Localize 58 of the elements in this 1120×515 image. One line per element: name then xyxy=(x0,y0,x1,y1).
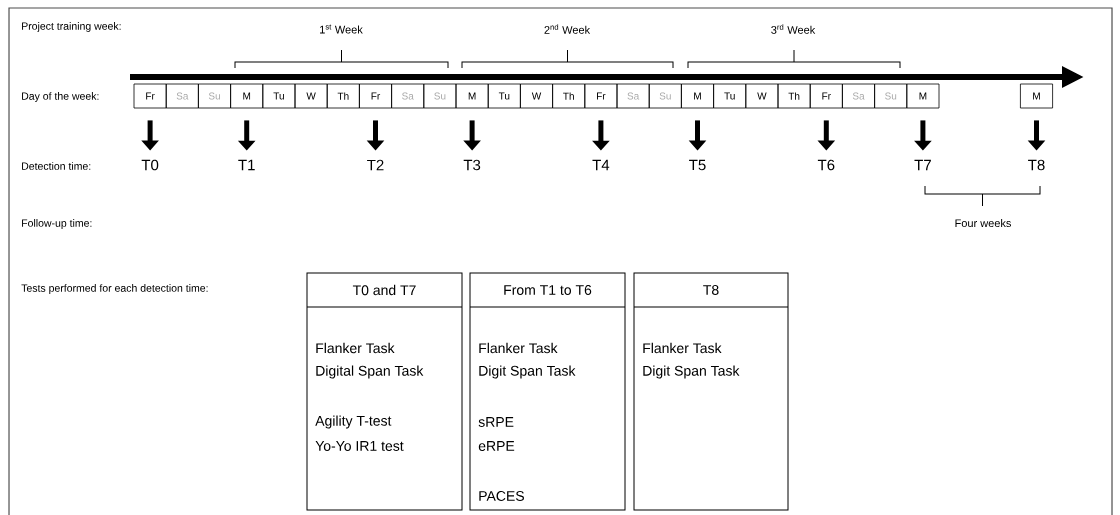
day-cell: M xyxy=(681,83,714,109)
test-name: Yo-Yo IR1 test xyxy=(315,441,404,451)
time-label: T7 xyxy=(914,159,931,171)
row-label: Tests performed for each detection time: xyxy=(21,284,208,294)
row-label: Follow-up time: xyxy=(22,219,92,229)
time-label: T0 xyxy=(141,159,159,171)
day-cell: M xyxy=(455,83,489,109)
day-cell: Th xyxy=(326,83,360,109)
week-label: 1$^{st}$ Week xyxy=(320,24,363,34)
day-cell: Fr xyxy=(359,83,392,109)
test-name: eRPE xyxy=(478,441,515,451)
week-label: 3$^{rd}$ Week xyxy=(771,24,816,34)
test-name: Flanker Task xyxy=(643,342,722,354)
day-cell: Sa xyxy=(616,83,650,109)
test-name: Digit Span Task xyxy=(479,365,576,379)
time-label: T5 xyxy=(689,159,706,171)
box-heading: T0 and T7 xyxy=(352,284,416,296)
week-label: 2$^{nd}$ Week xyxy=(544,24,591,34)
day-cell: Fr xyxy=(809,83,843,109)
test-name: Digit Span Task xyxy=(643,365,740,379)
day-cell: Sa xyxy=(391,83,425,109)
time-label: T8 xyxy=(1028,159,1045,171)
day-cell: Tu xyxy=(713,83,747,109)
day-cell: Fr xyxy=(584,83,618,109)
time-label: T6 xyxy=(817,159,835,171)
test-name: Agility T-test xyxy=(315,415,392,429)
day-cell: M xyxy=(1020,83,1053,109)
duration-label: Four weeks xyxy=(955,218,1011,228)
day-cell: W xyxy=(294,83,328,109)
test-name: PACES xyxy=(479,491,524,501)
day-cell: Su xyxy=(648,83,682,109)
day-cell: M xyxy=(906,83,940,109)
day-cell: Tu xyxy=(262,83,296,109)
test-name: Flanker Task xyxy=(479,342,558,354)
row-label: Day of the week: xyxy=(22,92,99,102)
test-name: Digital Span Task xyxy=(316,365,424,379)
box-heading: From T1 to T6 xyxy=(504,285,592,295)
time-label: T3 xyxy=(463,159,481,171)
time-label: T1 xyxy=(238,159,255,171)
day-cell: Fr xyxy=(133,83,167,109)
box-heading: T8 xyxy=(703,285,719,295)
test-name: Flanker Task xyxy=(316,342,395,354)
time-label: T4 xyxy=(592,159,610,171)
day-cell: Su xyxy=(198,83,231,109)
day-cell: Th xyxy=(777,83,811,109)
row-label: Project training week: xyxy=(22,22,121,32)
time-label: T2 xyxy=(367,159,384,171)
row-label: Detection time: xyxy=(22,162,91,170)
day-cell: Su xyxy=(423,83,457,109)
day-cell: Sa xyxy=(165,83,199,109)
day-cell: Tu xyxy=(487,83,521,109)
day-cell: Th xyxy=(552,83,586,109)
day-cell: Su xyxy=(874,83,908,109)
day-cell: W xyxy=(520,83,553,109)
day-cell: W xyxy=(745,83,779,109)
day-cell: M xyxy=(230,83,264,109)
test-name: sRPE xyxy=(478,417,514,427)
day-cell: Sa xyxy=(842,83,875,109)
